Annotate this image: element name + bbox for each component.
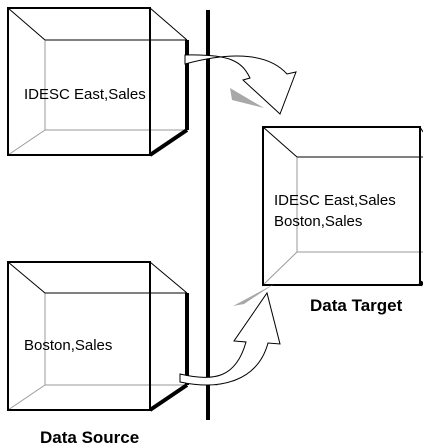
target-cube: IDESC East,Sales Boston,Sales xyxy=(262,126,423,287)
flow-arrow-bottom xyxy=(179,284,281,386)
flow-arrow-top xyxy=(184,54,297,115)
source-cube-bottom-label: Boston,Sales xyxy=(24,337,112,354)
data-target-caption: Data Target xyxy=(310,296,403,315)
source-cube-top-label: IDESC East,Sales xyxy=(24,86,146,103)
source-cube-bottom: Boston,Sales xyxy=(7,261,189,412)
source-cube-top: IDESC East,Sales xyxy=(7,7,189,157)
data-source-caption: Data Source xyxy=(40,428,139,447)
target-cube-line1: IDESC East,Sales xyxy=(274,192,396,209)
target-cube-line2: Boston,Sales xyxy=(274,213,362,230)
